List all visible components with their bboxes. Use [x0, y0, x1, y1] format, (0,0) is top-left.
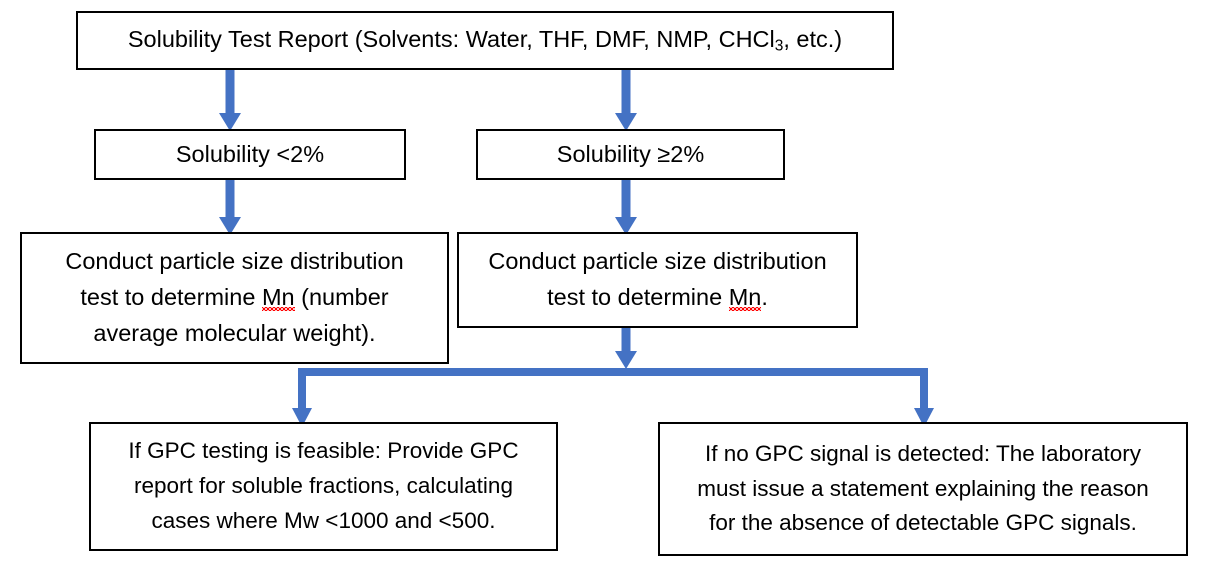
- connector-psd-right-to-bracket: [615, 326, 637, 369]
- node-solubility-less-than-2-label: Solubility <2%: [175, 140, 325, 167]
- node-solubility-less-than-2[interactable]: Solubility <2%: [94, 129, 406, 180]
- connector-solubility-low-to-psd-left: [219, 178, 241, 235]
- connector-top-to-solubility-low: [219, 68, 241, 131]
- connector-solubility-high-to-psd-right: [615, 178, 637, 235]
- node-no-gpc-signal[interactable]: If no GPC signal is detected: The labora…: [658, 422, 1188, 556]
- node-solubility-test-report[interactable]: Solubility Test Report (Solvents: Water,…: [76, 11, 894, 70]
- connector-top-to-solubility-high: [615, 68, 637, 131]
- spellcheck-underline-mn: Mn: [728, 284, 762, 310]
- node-no-gpc-signal-label: If no GPC signal is detected: The labora…: [697, 440, 1149, 536]
- node-solubility-greater-equal-2[interactable]: Solubility ≥2%: [476, 129, 785, 180]
- spellcheck-underline-mn: Mn: [261, 284, 295, 311]
- connector-bracket-split-to-bottom-boxes: [292, 368, 934, 427]
- node-solubility-greater-equal-2-label: Solubility ≥2%: [556, 140, 705, 167]
- node-solubility-test-report-label: Solubility Test Report (Solvents: Water,…: [127, 26, 843, 55]
- subscript-3: 3: [774, 37, 784, 55]
